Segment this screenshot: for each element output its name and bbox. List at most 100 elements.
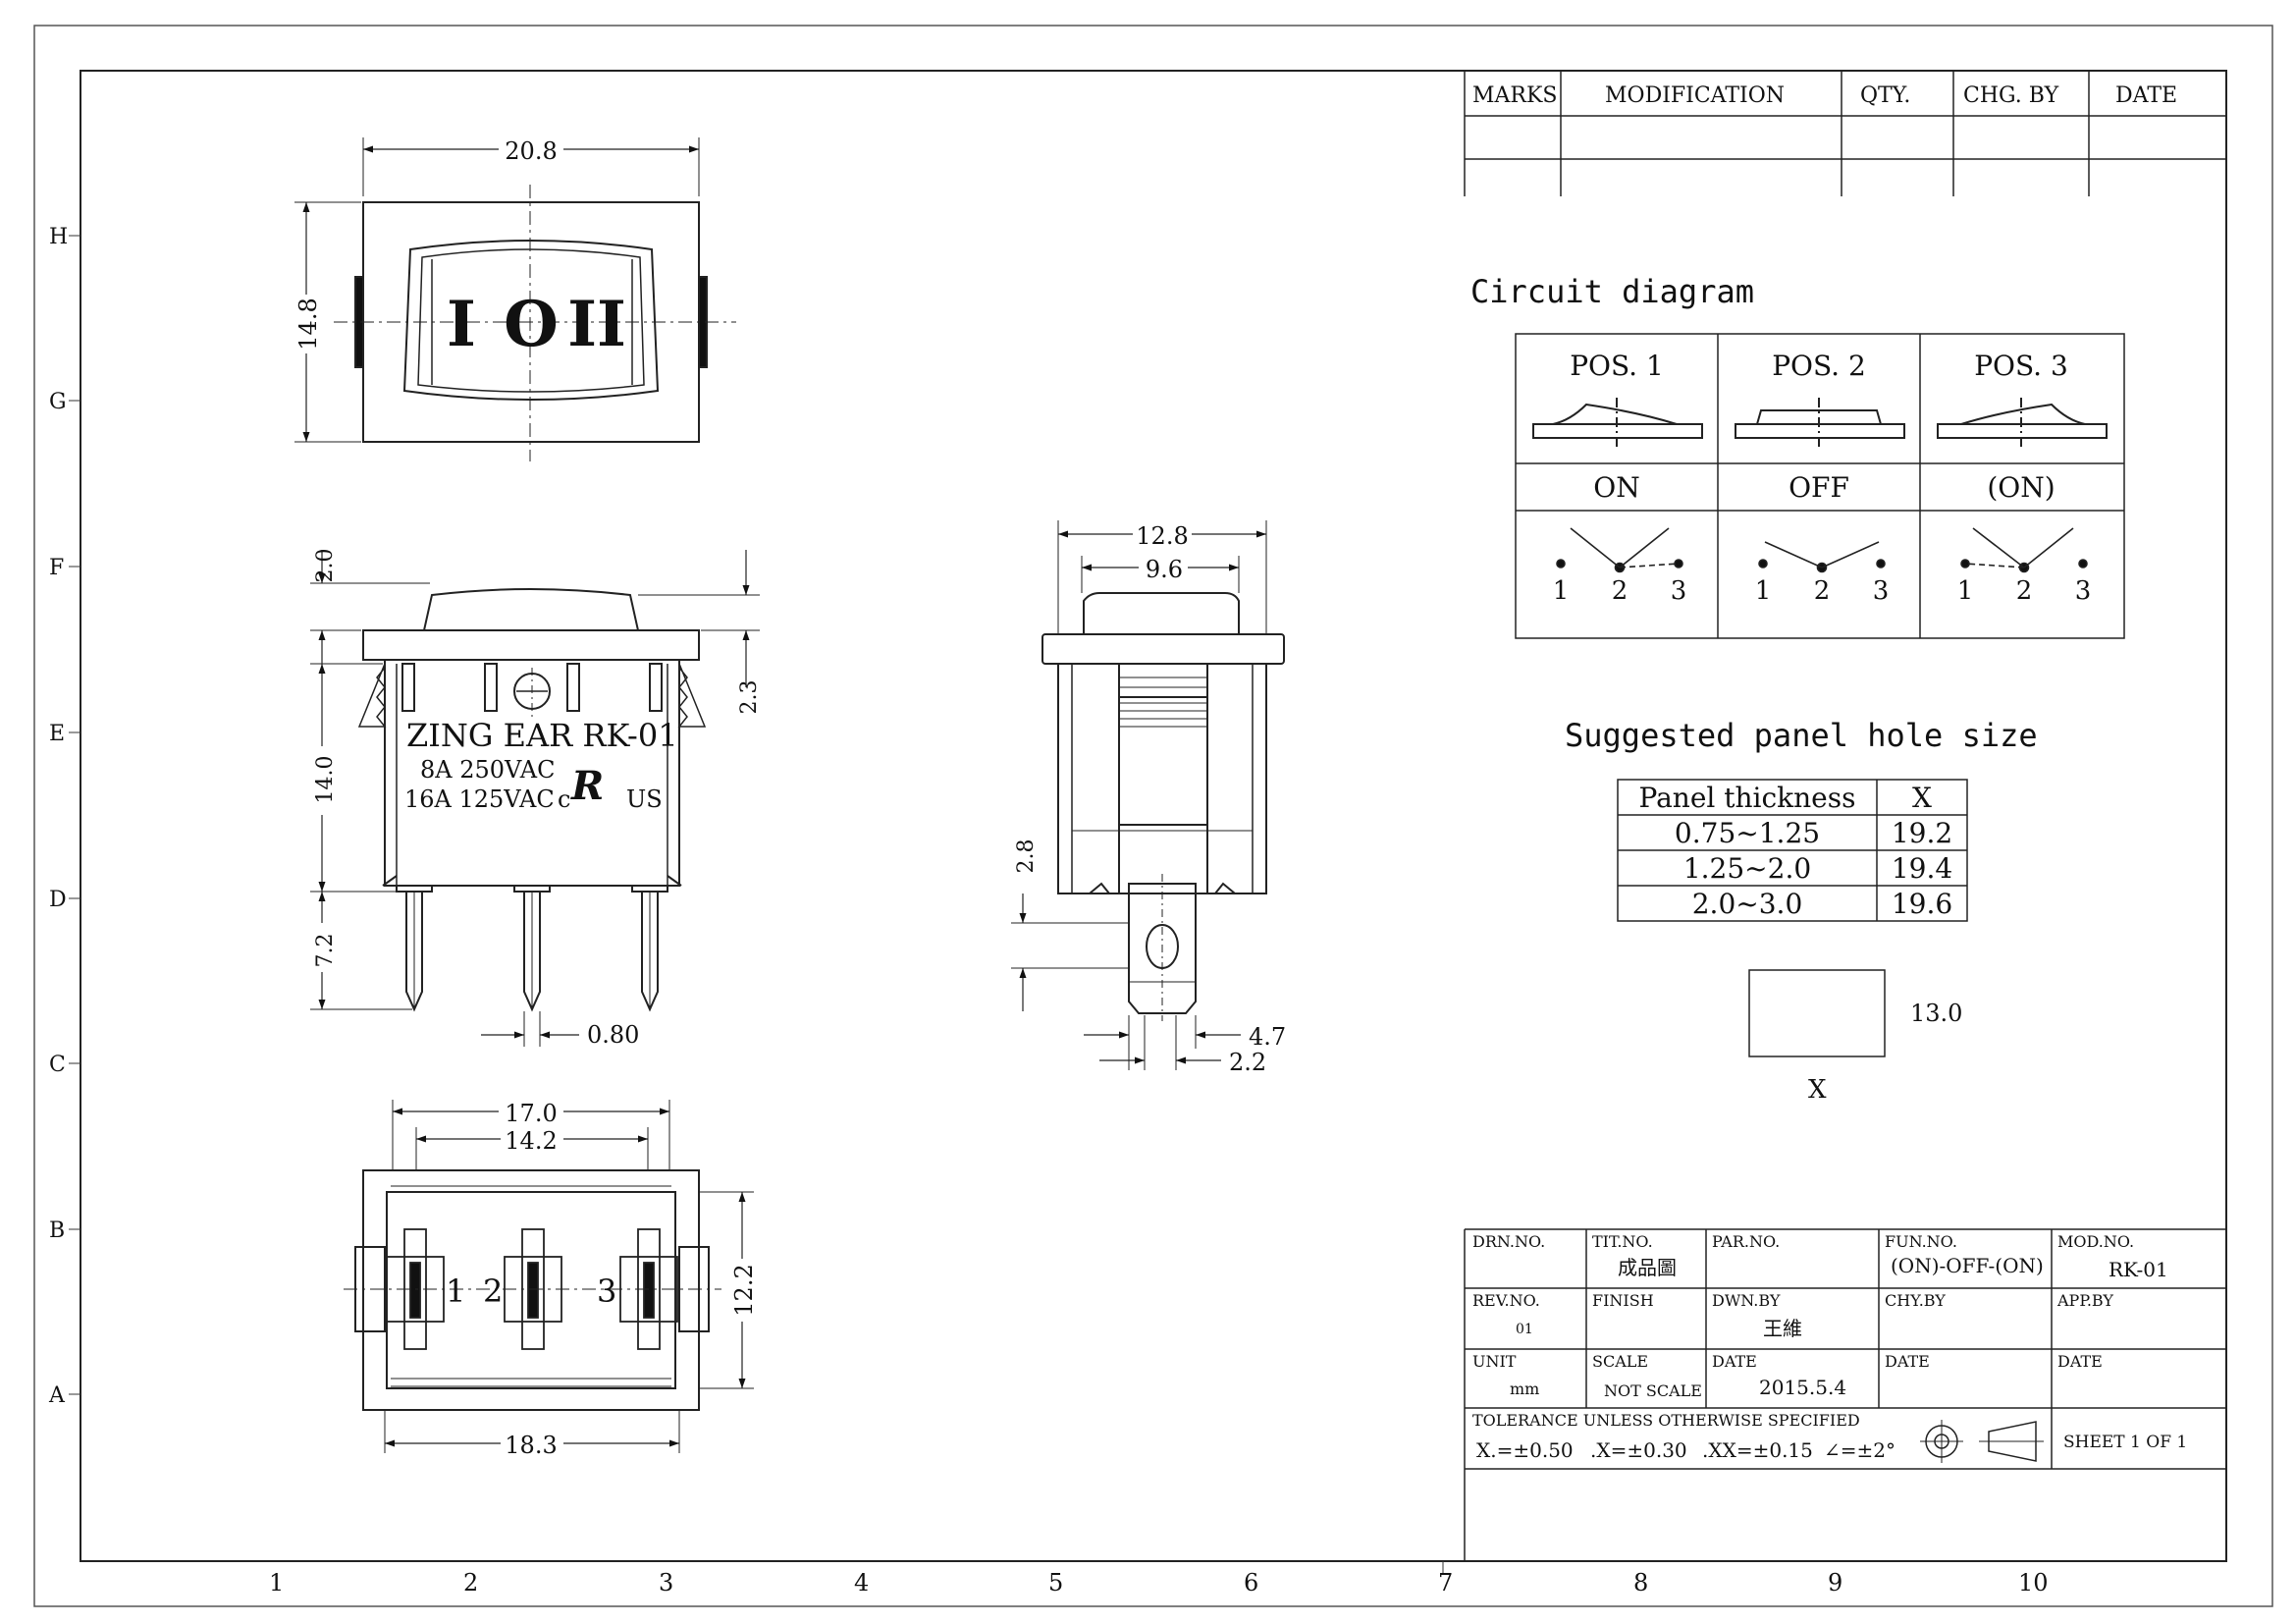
tb-date-label: DATE — [1712, 1352, 1757, 1371]
col-label: 1 — [269, 1569, 284, 1597]
symbol-on: I — [447, 288, 476, 361]
dim-side-d1: 2.8 — [1014, 839, 1039, 874]
tb-rev-no-label: REV.NO. — [1472, 1291, 1540, 1310]
terminal-label: 3 — [1873, 576, 1890, 606]
terminal-label: 1 — [1755, 576, 1772, 606]
row-label: C — [49, 1053, 66, 1077]
front-view: ZING EAR RK-01 8A 250VAC 16A 125VAC c R … — [310, 549, 762, 1049]
rev-header-modification: MODIFICATION — [1605, 83, 1785, 108]
tb-tol-xxx: .XX=±0.15 — [1702, 1438, 1813, 1462]
pos3-label: POS. 3 — [1974, 350, 2068, 382]
marking-line3: 16A 125VAC — [404, 785, 555, 813]
tb-date3-label: DATE — [2057, 1352, 2103, 1371]
bottom-view: 17.0 14.2 1 2 3 — [344, 1100, 758, 1459]
tb-date2-label: DATE — [1885, 1352, 1930, 1371]
col-label: 6 — [1244, 1569, 1258, 1597]
dim-side-d2: 4.7 — [1249, 1023, 1286, 1051]
terminal-label: 3 — [1671, 576, 1687, 606]
rev-header-qty: QTY. — [1860, 83, 1910, 108]
tb-par-no-label: PAR.NO. — [1712, 1232, 1780, 1251]
tb-fun-no-label: FUN.NO. — [1885, 1232, 1957, 1251]
panel-title: Suggested panel hole size — [1565, 717, 2038, 754]
terminal-label: 1 — [1957, 576, 1974, 606]
dim-top-height: 14.8 — [294, 298, 322, 350]
symbol-off: O — [504, 288, 559, 361]
circuit-diagram: Circuit diagram POS. 1 POS. 2 POS. 3 ON … — [1470, 273, 2125, 639]
rocker-profile-pos2 — [1735, 398, 1905, 448]
revision-table: MARKS MODIFICATION QTY. CHG. BY DATE — [1464, 71, 2226, 196]
tb-unit: mm — [1510, 1380, 1539, 1398]
dim-bottom-w2: 14.2 — [505, 1127, 557, 1155]
row-label: B — [49, 1218, 65, 1243]
rocker-profile-pos1 — [1532, 398, 1703, 448]
pos2-label: POS. 2 — [1772, 350, 1866, 382]
rev-header-date: DATE — [2115, 83, 2177, 108]
marking-line2: 8A 250VAC — [420, 756, 555, 784]
tb-dwn-by-label: DWN.BY — [1712, 1291, 1781, 1310]
tb-scale: NOT SCALE — [1604, 1381, 1702, 1400]
tb-unit-label: UNIT — [1472, 1352, 1517, 1371]
dim-side-outer: 12.8 — [1136, 522, 1188, 550]
cert-mark: R — [570, 763, 604, 809]
tb-finish-label: FINISH — [1592, 1291, 1654, 1310]
panel-row-thickness: 0.75~1.25 — [1675, 817, 1820, 849]
contact-symbol-pos1 — [1556, 527, 1683, 573]
dim-bottom-w1: 17.0 — [505, 1100, 557, 1127]
row-labels: H G F E D C B A — [48, 225, 80, 1408]
tb-dwn-by: 王維 — [1763, 1317, 1802, 1340]
side-view: 12.8 9.6 — [1011, 520, 1286, 1076]
pin-label-2: 2 — [483, 1272, 503, 1310]
pos2-state: OFF — [1789, 471, 1849, 504]
column-labels: 1 2 3 4 5 6 7 8 9 10 — [269, 1561, 2049, 1597]
terminal-label: 2 — [1814, 576, 1831, 606]
tb-mod-no: RK-01 — [2109, 1258, 2168, 1281]
symbol-on2: II — [567, 288, 626, 361]
row-label: E — [49, 722, 65, 746]
dim-flange-height: 2.3 — [737, 680, 762, 715]
col-label: 9 — [1828, 1569, 1842, 1597]
terminal-label: 3 — [2075, 576, 2092, 606]
contact-symbol-pos2 — [1758, 541, 1886, 573]
tb-tit-no-label: TIT.NO. — [1592, 1232, 1653, 1251]
row-label: F — [49, 556, 64, 580]
pin-label-3: 3 — [597, 1272, 616, 1310]
pos1-state: ON — [1593, 471, 1639, 504]
panel-header-x: X — [1912, 782, 1932, 814]
dim-bottom-w3: 18.3 — [505, 1432, 557, 1459]
cert-right: US — [626, 785, 663, 813]
dim-side-inner: 9.6 — [1146, 556, 1183, 583]
pos1-label: POS. 1 — [1570, 350, 1664, 382]
cert-left: c — [558, 785, 570, 813]
marking-line1: ZING EAR RK-01 — [406, 717, 678, 754]
tb-tol-xx: .X=±0.30 — [1590, 1438, 1687, 1462]
title-block: DRN.NO. TIT.NO. PAR.NO. FUN.NO. MOD.NO. … — [1464, 1228, 2226, 1561]
tb-date: 2015.5.4 — [1759, 1376, 1846, 1399]
front-dims: 2.0 14.0 7.2 2.3 0.80 — [310, 549, 762, 1049]
panel-hole-rect — [1748, 969, 1886, 1057]
panel-row-x: 19.6 — [1892, 888, 1952, 920]
terminal-label: 2 — [2016, 576, 2033, 606]
dim-top-width: 20.8 — [505, 137, 557, 165]
panel-row-x: 19.4 — [1892, 852, 1952, 885]
tb-tol-x: X.=±0.50 — [1476, 1438, 1574, 1462]
tb-fun-no: (ON)-OFF-(ON) — [1891, 1254, 2044, 1277]
tb-app-by-label: APP.BY — [2056, 1291, 2113, 1310]
dim-side-d3: 2.2 — [1229, 1049, 1266, 1076]
contact-symbol-pos3 — [1960, 527, 2088, 573]
col-label: 10 — [2018, 1569, 2049, 1597]
tb-chy-by-label: CHY.BY — [1885, 1291, 1946, 1310]
inner-frame — [80, 70, 2227, 1562]
dim-pin-width: 0.80 — [587, 1021, 639, 1049]
rev-header-chg-by: CHG. BY — [1963, 83, 2059, 108]
col-label: 5 — [1048, 1569, 1063, 1597]
row-label: G — [49, 390, 67, 414]
tb-scale-label: SCALE — [1592, 1352, 1648, 1371]
panel-hole-section: Suggested panel hole size Panel thicknes… — [1565, 717, 2038, 1105]
pos3-state: (ON) — [1987, 471, 2055, 504]
projection-symbol-icon — [1920, 1420, 2044, 1463]
dim-rocker-height: 2.0 — [313, 549, 338, 583]
dim-bottom-h: 12.2 — [730, 1264, 758, 1316]
tb-sheet: SHEET 1 OF 1 — [2063, 1433, 2187, 1452]
tb-rev-no: 01 — [1516, 1322, 1533, 1337]
